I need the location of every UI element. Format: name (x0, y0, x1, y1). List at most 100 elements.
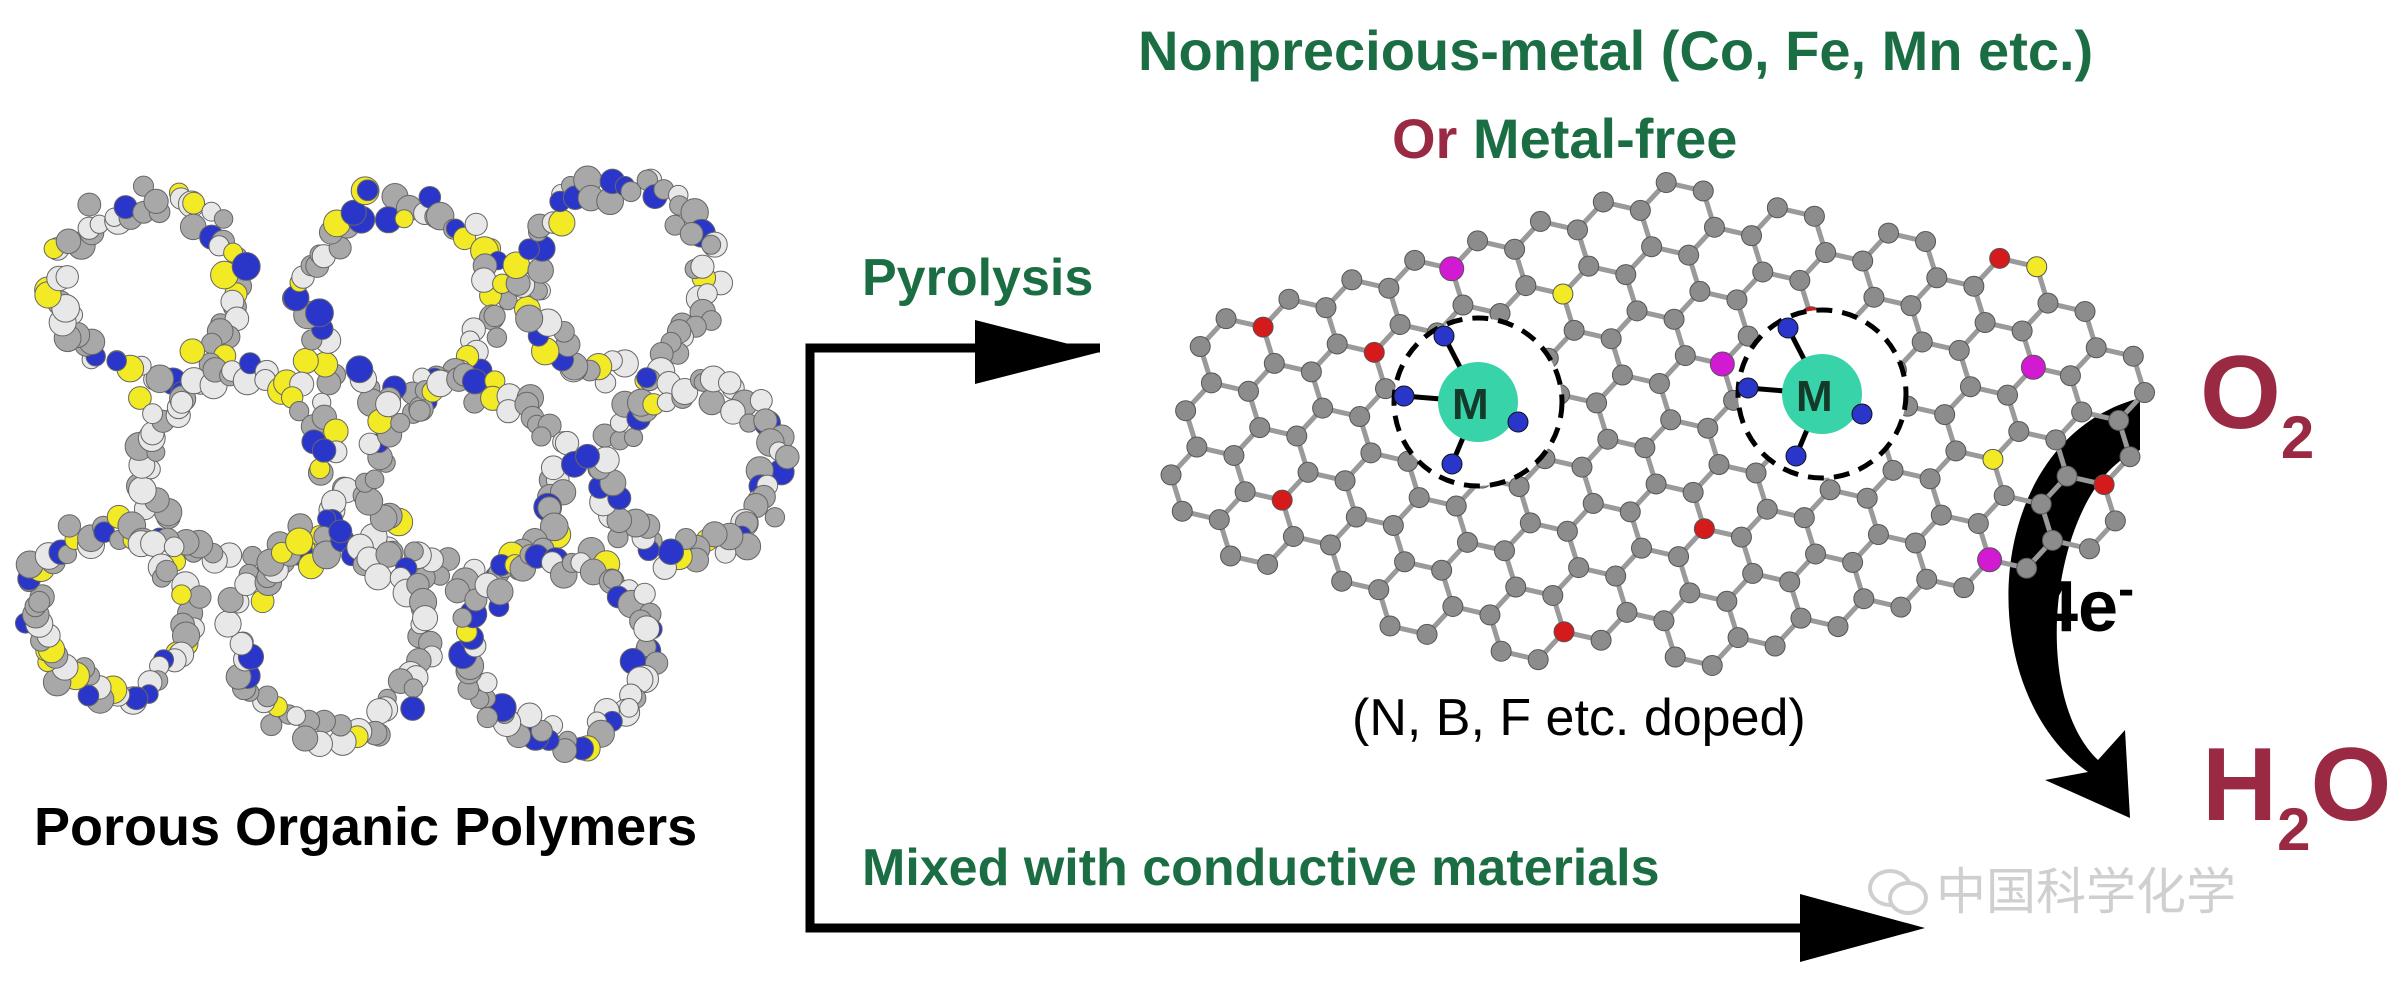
carbon-atom (1200, 372, 1222, 394)
carbon-atom (1678, 244, 1700, 266)
polymer-atom (375, 541, 402, 568)
carbon-atom (1263, 352, 1285, 374)
carbon-atom (1529, 210, 1551, 232)
carbon-atom (1679, 582, 1701, 604)
or-word: Or (1392, 107, 1458, 170)
carbon-atom (1993, 485, 2015, 507)
carbon-atom (1701, 654, 1723, 676)
carbon-atom (1215, 308, 1237, 330)
polymer-pore (448, 537, 669, 763)
polymer-atom (531, 426, 552, 447)
polymer-atom (452, 607, 473, 628)
polymer-atom (55, 265, 79, 289)
carbon-atom (1615, 264, 1637, 286)
polymer-atom (358, 432, 382, 455)
carbon-atom (1815, 242, 1837, 264)
carbon-atom (1648, 372, 1670, 394)
carbon-atom (1439, 256, 1465, 282)
carbon-atom (1693, 518, 1715, 540)
carbon-atom (1234, 481, 1256, 503)
polymer-atom (132, 175, 155, 197)
carbon-atom (1252, 316, 1274, 338)
carbon-atom (1456, 531, 1478, 553)
polymer-atom (408, 399, 431, 422)
polymer-atom (179, 338, 206, 364)
carbon-atom (1568, 557, 1590, 579)
carbon-atom (1571, 456, 1593, 478)
polymer-pore (575, 365, 800, 580)
carbon-atom (1363, 341, 1385, 363)
carbon-atom (1708, 454, 1730, 476)
watermark-text: 中国科学化学 (1936, 864, 2236, 920)
carbon-atoms (1160, 172, 2156, 676)
polymer-atom (340, 199, 367, 226)
carbon-atom (1779, 571, 1801, 593)
carbon-atom (1597, 428, 1619, 450)
carbon-atom (1863, 286, 1885, 308)
carbon-atom (1827, 616, 1849, 638)
carbon-atom (1504, 238, 1526, 260)
carbon-atom (1312, 397, 1334, 419)
carbon-atom (2119, 446, 2141, 468)
carbon-atom (1394, 551, 1416, 573)
metal-label-left: M (1452, 380, 1489, 429)
carbon-atom (1692, 180, 1714, 202)
polymer-atom (679, 221, 704, 246)
polymer-atom (57, 514, 82, 538)
polymer-atom (636, 367, 658, 389)
polymer-atom (286, 706, 306, 726)
carbon-atom (1257, 553, 1279, 575)
polymer-atom (364, 469, 385, 490)
carbon-atom (1890, 596, 1912, 618)
o2-subscript: 2 (2280, 404, 2315, 471)
polymer-atom (575, 443, 600, 469)
carbon-atom (1904, 532, 1926, 554)
polymer-atom (142, 403, 164, 425)
carbon-atom (1552, 283, 1574, 305)
carbon-atom (1286, 425, 1308, 447)
polymer-atom (328, 519, 353, 544)
carbon-atom (1331, 570, 1353, 592)
polymer-atom (390, 412, 411, 433)
carbon-atom (1300, 361, 1322, 383)
carbon-atom (1766, 197, 1788, 219)
polymer-pore (14, 504, 212, 715)
carbon-atom (1703, 216, 1725, 238)
carbon-atom (1653, 610, 1675, 632)
carbon-atom (1977, 547, 2003, 573)
electrons-label: 4e- (2038, 563, 2135, 647)
carbon-atom (1297, 461, 1319, 483)
carbon-atom (1726, 289, 1748, 311)
carbon-atom (1378, 277, 1400, 299)
mixed-arrowhead (1800, 894, 1925, 962)
carbon-atom (1586, 392, 1608, 414)
carbon-atom (1341, 269, 1363, 291)
carbon-atom (1629, 199, 1651, 221)
carbon-atom (1945, 440, 1967, 462)
carbon-atom (1566, 219, 1588, 241)
carbon-atom (2074, 301, 2096, 323)
title-line-1: Nonprecious-metal (Co, Fe, Mn etc.) (1138, 19, 2094, 82)
carbon-atom (1856, 487, 1878, 509)
polymer-atom (619, 697, 639, 718)
carbon-atom (1527, 649, 1549, 671)
carbon-atom (1634, 437, 1656, 459)
carbon-atom (2104, 510, 2126, 532)
carbon-atom (1793, 507, 1815, 529)
carbon-atom (1582, 492, 1604, 514)
carbon-atom (2134, 382, 2156, 404)
carbon-atom (1819, 479, 1841, 501)
carbon-atom (1745, 462, 1767, 484)
electron-superscript: - (2118, 563, 2135, 616)
carbon-atom (1878, 222, 1900, 244)
polymer-atom (718, 371, 742, 395)
carbon-atom (1282, 525, 1304, 547)
carbon-atom (1416, 623, 1438, 645)
polymer-atom (552, 738, 578, 763)
carbon-atom (1590, 629, 1612, 651)
carbon-atom (1189, 336, 1211, 358)
carbon-atom (1716, 590, 1738, 612)
carbon-atom (2037, 292, 2059, 314)
nitrogen-atom (1441, 453, 1463, 475)
